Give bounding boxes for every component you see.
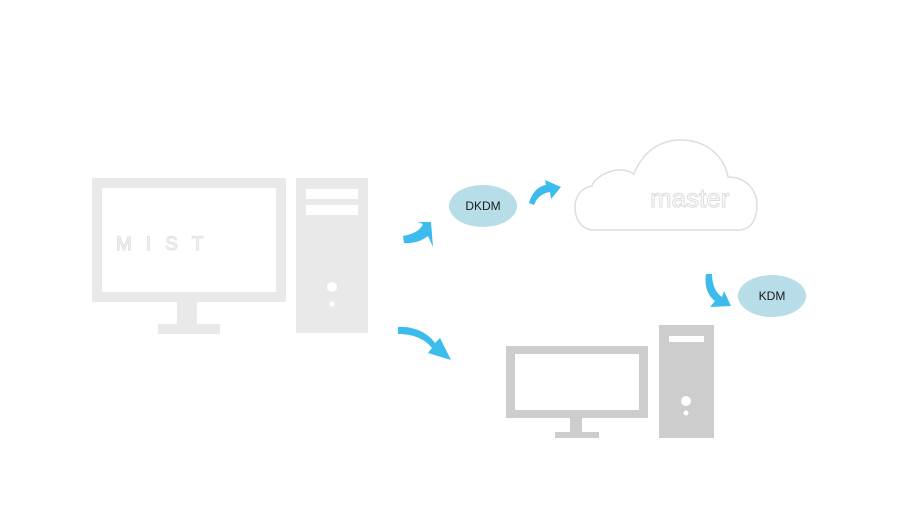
target-tower bbox=[659, 325, 714, 438]
dkdm-bubble-shape bbox=[449, 185, 517, 227]
target-drive-bay bbox=[669, 336, 704, 342]
kdm-bubble: KDM bbox=[738, 275, 806, 317]
kdm-bubble-shape bbox=[738, 275, 806, 317]
source-computer: MIST bbox=[92, 178, 368, 334]
target-monitor-neck bbox=[570, 418, 582, 432]
curved-arrow-icon-to-dkdm bbox=[403, 222, 433, 247]
cloud-outline bbox=[574, 139, 758, 231]
cloud-label: master bbox=[650, 183, 730, 213]
dkdm-bubble: DKDM bbox=[449, 185, 517, 227]
target-power-led bbox=[683, 410, 689, 416]
curved-arrow-icon-to-cloud bbox=[529, 180, 561, 205]
target-computer bbox=[506, 325, 714, 438]
target-monitor-screen bbox=[515, 354, 639, 410]
curved-arrow-icon-from-cloud bbox=[705, 274, 731, 307]
source-drive-bay-1 bbox=[306, 189, 358, 199]
source-screen-text: MIST bbox=[116, 234, 217, 255]
curved-arrow-icon-to-target bbox=[398, 326, 451, 360]
source-power-button bbox=[327, 282, 337, 292]
dkdm-label: DKDM bbox=[465, 199, 500, 213]
cloud-icon: master bbox=[574, 139, 758, 231]
source-monitor-base bbox=[158, 324, 220, 334]
target-monitor-base bbox=[555, 432, 599, 438]
target-power-button bbox=[681, 396, 691, 406]
source-monitor-neck bbox=[177, 302, 197, 325]
source-tower bbox=[296, 178, 368, 333]
source-monitor-screen bbox=[102, 188, 276, 292]
source-power-led bbox=[329, 301, 335, 307]
kdm-label: KDM bbox=[759, 289, 786, 303]
source-drive-bay-2 bbox=[306, 205, 358, 215]
